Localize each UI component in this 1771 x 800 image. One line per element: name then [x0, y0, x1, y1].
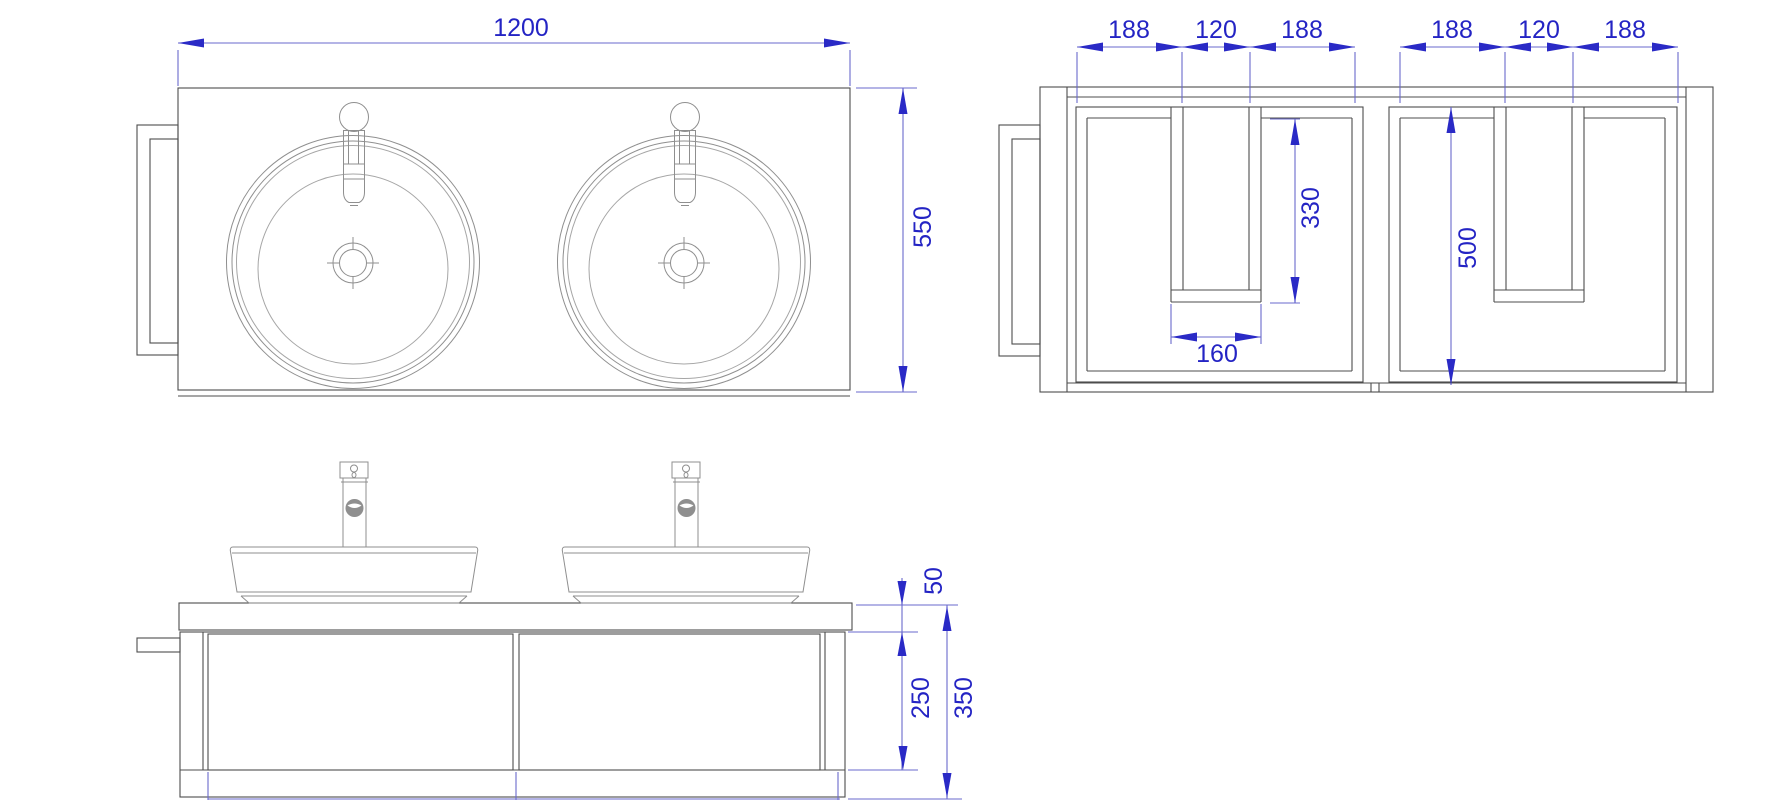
bottom-extension-lines [207, 772, 840, 800]
dimension-cutout-depth: 330 [1270, 118, 1325, 304]
dim-label-inner-depth: 500 [1454, 227, 1482, 269]
faucet-left-plan [339, 102, 369, 206]
arrow-down-icon [898, 366, 908, 392]
dim-label-overall-height: 350 [950, 677, 978, 719]
basin-right-plan [557, 102, 811, 389]
dim-label-segment-5: 120 [1518, 16, 1560, 44]
faucet-left-front [339, 461, 369, 548]
dim-label-cutout-depth: 330 [1297, 187, 1325, 229]
arrow-up-icon [898, 88, 908, 114]
dim-label-segment-3: 188 [1281, 16, 1323, 44]
faucet-right-plan [670, 102, 700, 206]
towel-bar-front [136, 637, 181, 653]
dim-label-segment-6: 188 [1604, 16, 1646, 44]
drawer-box-right [1388, 106, 1678, 383]
dim-label-plan-depth: 550 [909, 206, 937, 248]
dimension-countertop-thickness: 50 [848, 567, 958, 770]
dim-label-plan-width: 1200 [493, 14, 549, 42]
arrow-right-icon [824, 38, 850, 48]
towel-bar-internal-plan [998, 124, 1041, 357]
dim-label-segment-1: 188 [1108, 16, 1150, 44]
plumbing-cutout-left [1170, 107, 1262, 303]
basin-left-plan [226, 102, 480, 389]
dimension-plan-depth: 550 [856, 87, 937, 393]
center-divider [1370, 383, 1380, 392]
arrow-left-icon [178, 38, 204, 48]
dimension-overall-height: 350 [848, 605, 978, 800]
cabinet-front [179, 631, 846, 798]
vessel-sink-left-front [229, 546, 479, 604]
dimension-top-segments: 188 120 188 188 120 188 [1076, 16, 1679, 103]
drawer-front-left [207, 633, 514, 771]
front-view: 50 250 350 [136, 461, 978, 800]
internal-plan-view: 188 120 188 188 120 188 330 500 [998, 16, 1714, 393]
faucet-right-front [671, 461, 701, 548]
drain-left [327, 237, 379, 289]
drawer-front-right [518, 633, 821, 771]
carcass-outline [1039, 86, 1714, 393]
drawer-box-left [1075, 106, 1364, 383]
dim-label-segment-2: 120 [1195, 16, 1237, 44]
dim-label-segment-4: 188 [1431, 16, 1473, 44]
countertop-outline [177, 87, 851, 391]
dim-label-cutout-width: 160 [1196, 340, 1238, 368]
plan-view: 1200 550 [136, 14, 937, 397]
plumbing-cutout-right [1493, 107, 1585, 303]
dimension-drawer-height: 250 [848, 677, 935, 771]
dimension-cutout-width: 160 [1170, 304, 1262, 368]
countertop-front [178, 602, 853, 631]
dimension-plan-width: 1200 [177, 14, 851, 86]
dimension-inner-depth: 500 [1446, 107, 1482, 385]
dim-label-countertop-thickness: 50 [920, 567, 948, 595]
dim-label-drawer-height: 250 [907, 677, 935, 719]
towel-bar-plan [136, 124, 179, 356]
vessel-sink-right-front [561, 546, 811, 604]
drain-right [658, 237, 710, 289]
